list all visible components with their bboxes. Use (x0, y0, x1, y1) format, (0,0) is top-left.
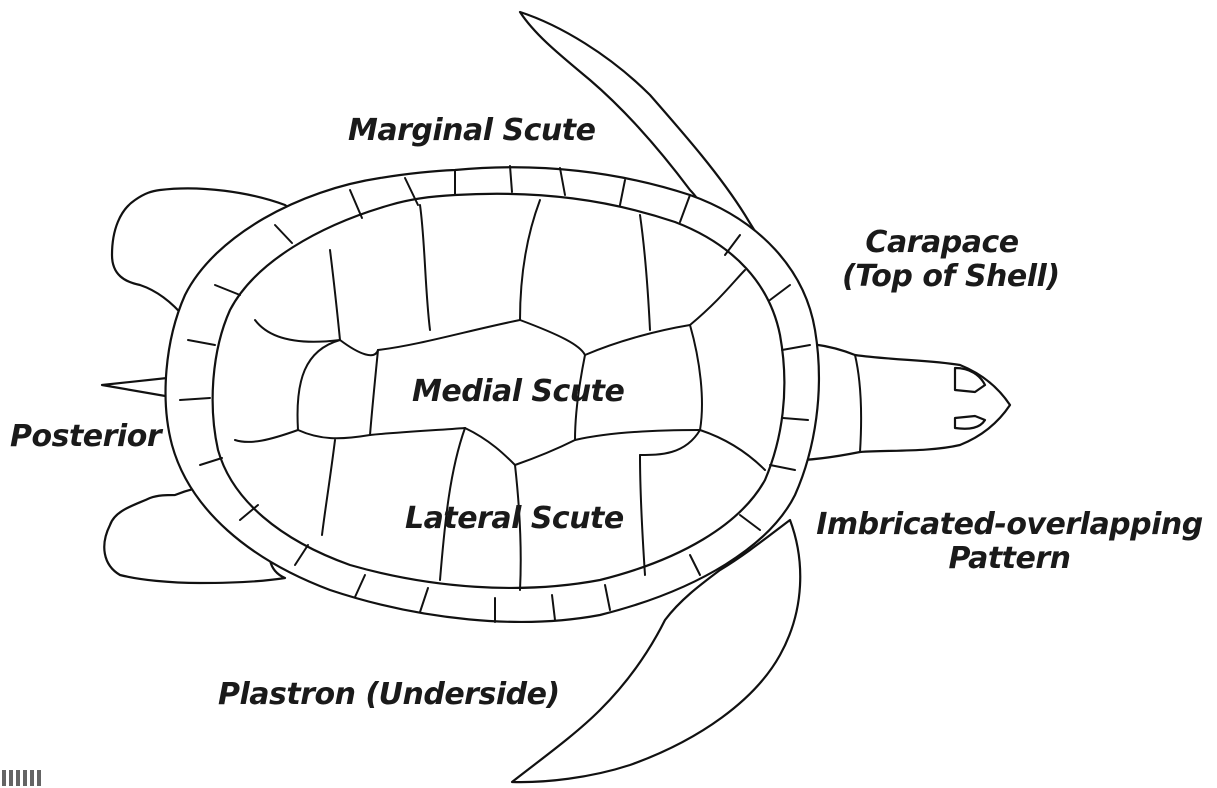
label-imbricated-pattern: Imbricated-overlapping Pattern (812, 508, 1207, 576)
label-plastron: Plastron (Underside) (218, 678, 560, 712)
label-carapace: Carapace (Top of Shell) (842, 226, 1042, 294)
label-marginal-scute: Marginal Scute (348, 114, 595, 148)
label-lateral-scute: Lateral Scute (405, 502, 624, 536)
cropped-text-fragment (2, 770, 42, 786)
label-imbricated-line1: Imbricated-overlapping (812, 508, 1207, 542)
label-posterior: Posterior (10, 420, 161, 454)
label-imbricated-line2: Pattern (812, 542, 1207, 576)
label-medial-scute: Medial Scute (412, 375, 624, 409)
label-carapace-line2: (Top of Shell) (842, 260, 1042, 294)
label-carapace-line1: Carapace (842, 226, 1042, 260)
